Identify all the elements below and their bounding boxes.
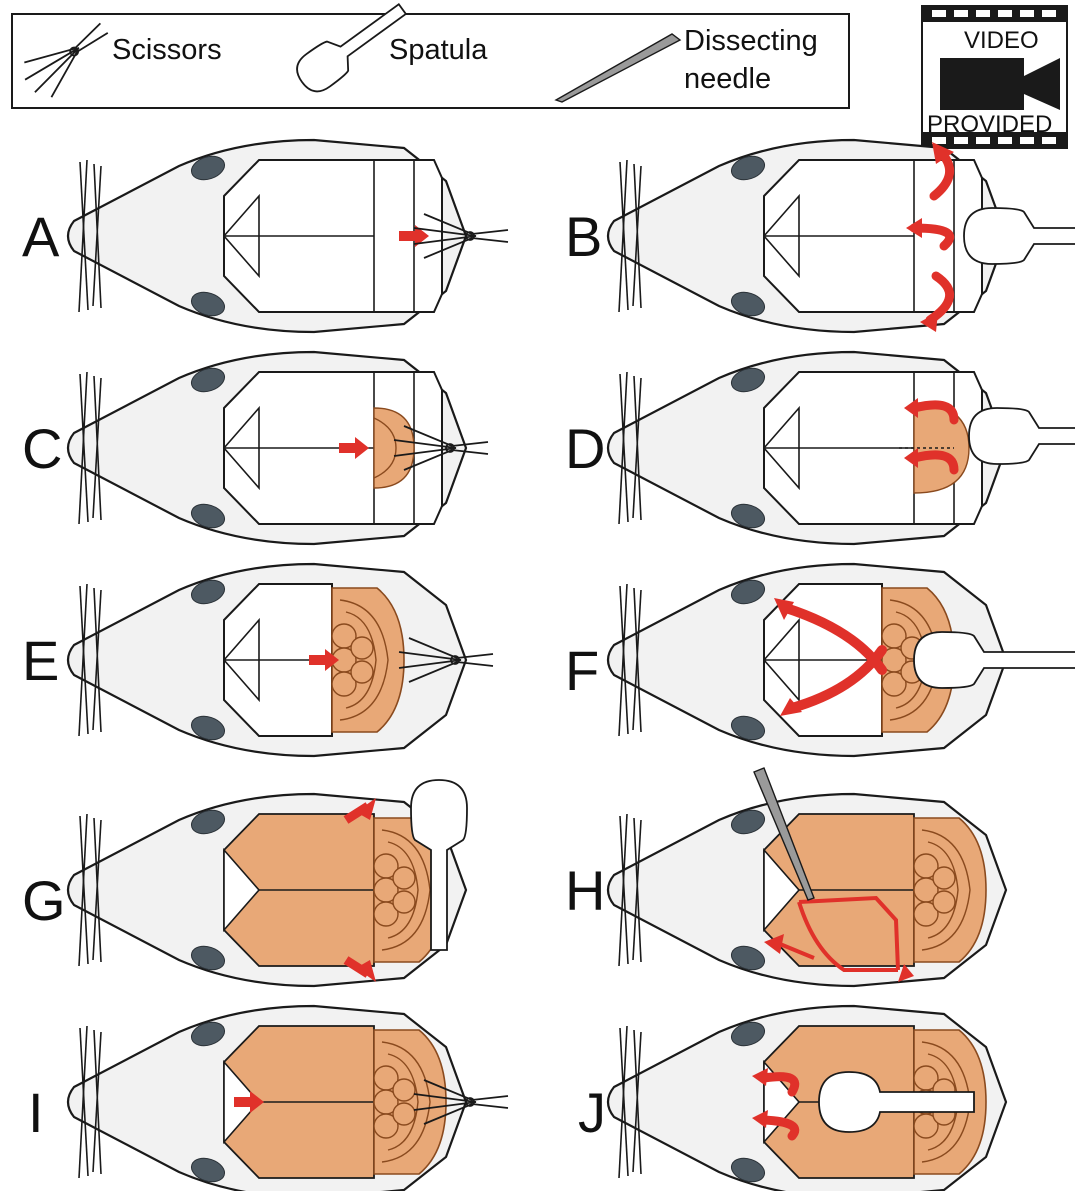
panel-letter: B [565, 205, 602, 268]
legend-scissors-label: Scissors [112, 34, 222, 66]
video-provided-badge: VIDEO PROVIDED [922, 6, 1067, 148]
panel-letter: G [22, 869, 66, 932]
panel-d: D [565, 352, 1075, 544]
panel-g: G [22, 780, 467, 986]
panel-e: E [22, 564, 493, 756]
panel-i: I [28, 1006, 508, 1191]
panel-letter: J [578, 1081, 606, 1144]
panel-h: H [565, 768, 1006, 986]
panel-letter: F [565, 639, 599, 702]
panel-letter: H [565, 859, 605, 922]
legend-needle-label-2: needle [684, 63, 771, 95]
panel-letter: A [22, 205, 60, 268]
panel-letter: C [22, 417, 62, 480]
legend-spatula-label: Spatula [389, 34, 488, 66]
panel-b: B [565, 140, 1075, 332]
video-label-top: VIDEO [964, 27, 1039, 54]
legend-needle-label-1: Dissecting [684, 25, 818, 57]
panel-letter: D [565, 417, 605, 480]
video-label-bottom: PROVIDED [927, 111, 1052, 138]
panel-j: J [578, 1006, 1006, 1191]
panel-c: C [22, 352, 488, 544]
tools-legend: Scissors Spatula Dissecting needle [12, 0, 849, 108]
panel-letter: I [28, 1081, 44, 1144]
panel-letter: E [22, 629, 59, 692]
panel-f: F [565, 564, 1075, 756]
panel-a: A [22, 140, 508, 332]
